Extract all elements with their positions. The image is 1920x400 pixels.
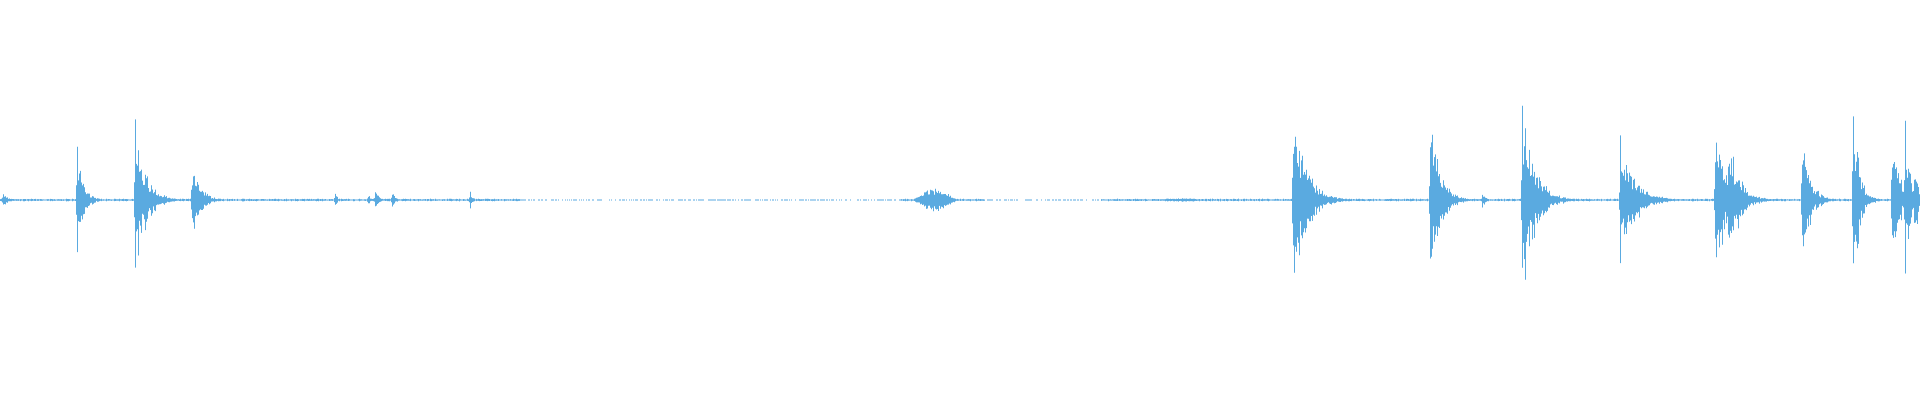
waveform-trace xyxy=(0,105,1920,280)
